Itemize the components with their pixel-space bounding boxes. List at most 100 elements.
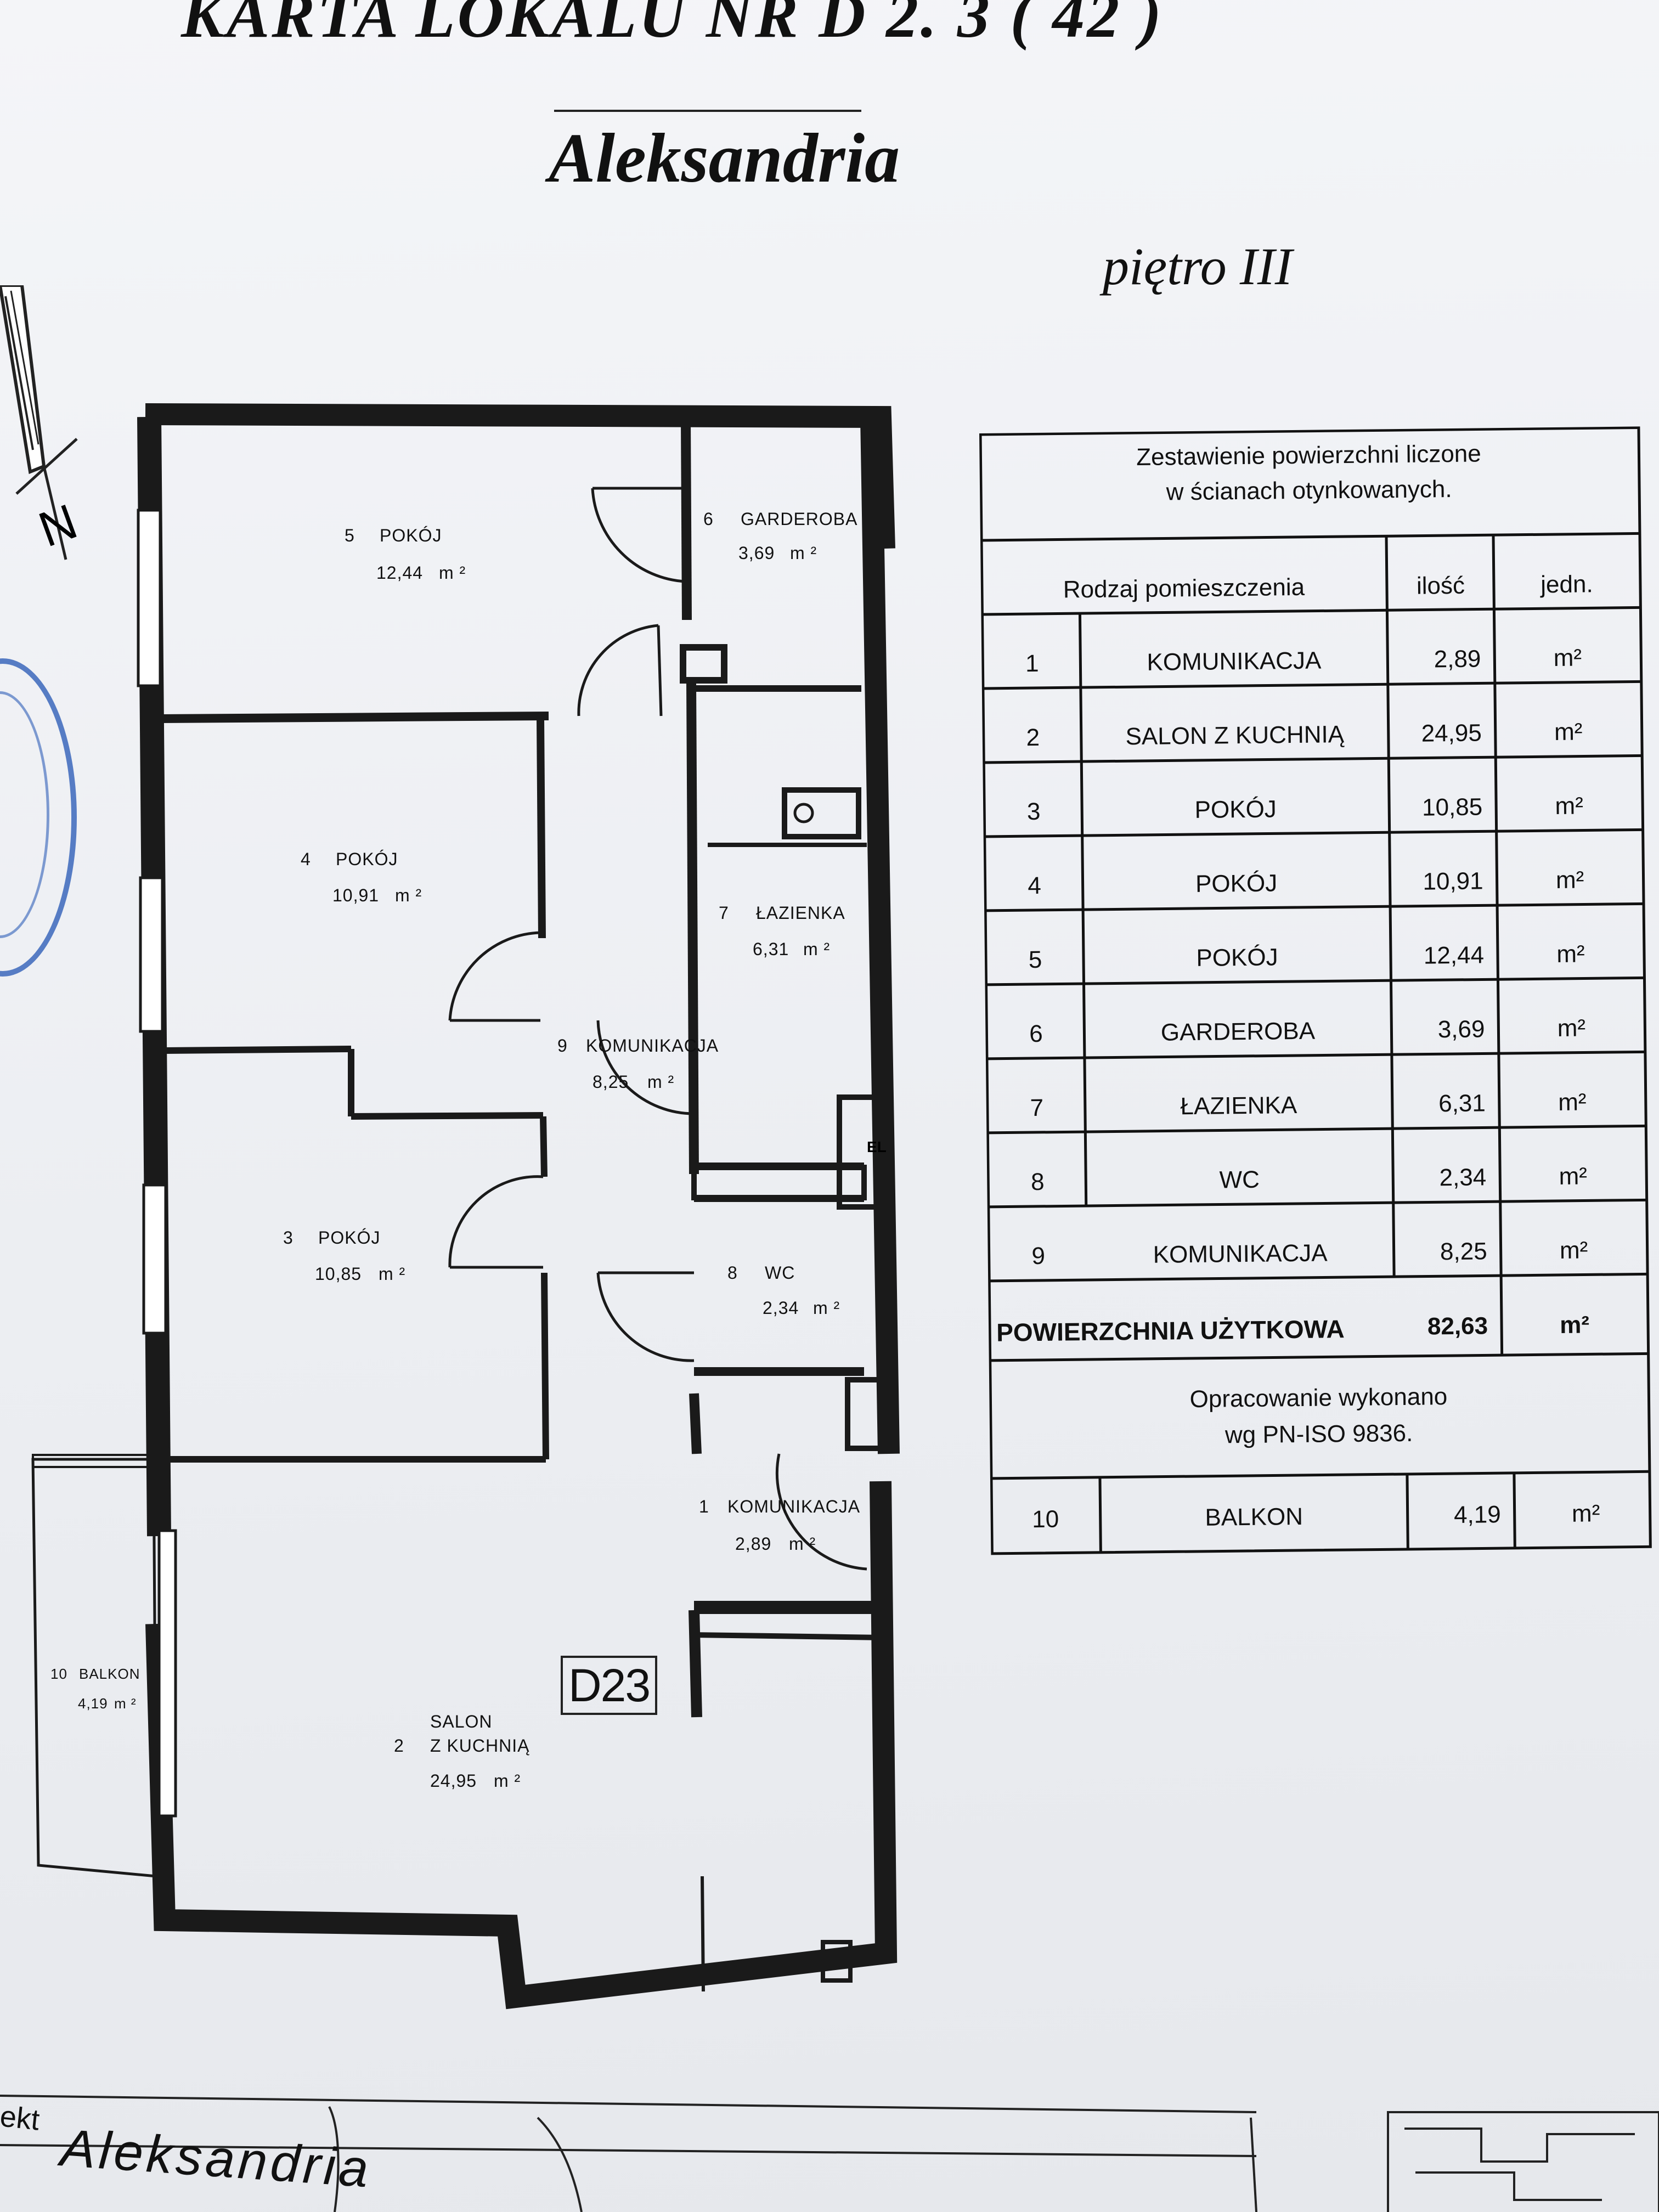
room-6-name: GARDEROBA [741, 509, 858, 529]
room-7-area: 6,31 [753, 939, 789, 959]
room-5-area: 12,44 [376, 563, 424, 583]
page-title: KARTA LOKALU NR D 2. 3 ( 42 ) [181, 0, 1164, 51]
el-label: EL [867, 1138, 887, 1155]
room-4-area: 10,91 [332, 885, 380, 905]
room-10-area: 4,19 [78, 1695, 108, 1712]
col-header-type: Rodzaj pomieszczenia [1063, 573, 1305, 603]
row-qty: 2,34 [1439, 1164, 1487, 1192]
room-2-unit: m ² [494, 1771, 521, 1791]
room-5-no: 5 [345, 526, 355, 545]
row-name: KOMUNIKACJA [1147, 647, 1322, 676]
title-block [0, 2095, 1659, 2212]
row-qty: 10,85 [1421, 793, 1483, 821]
row-unit: m² [1555, 866, 1584, 894]
room-8-name: WC [765, 1263, 795, 1283]
room-2-area: 24,95 [430, 1771, 477, 1791]
row-name: ŁAZIENKA [1180, 1092, 1297, 1120]
row-qty: 8,25 [1440, 1238, 1487, 1266]
row-unit: m² [1553, 644, 1582, 672]
note-line-2: wg PN-ISO 9836. [1224, 1419, 1413, 1449]
row-qty: 12,44 [1423, 941, 1485, 969]
row-no: 1 [1025, 650, 1039, 678]
floor-plan: EL [31, 403, 900, 2010]
floor-label: piętro III [1103, 237, 1293, 296]
title-block-fragment: ekt [0, 2100, 41, 2137]
room-2-no: 2 [394, 1736, 404, 1756]
table-grid [979, 426, 1652, 1555]
room-4-name: POKÓJ [336, 849, 398, 869]
row-no: 2 [1026, 724, 1040, 752]
row-qty: 10,91 [1423, 867, 1483, 895]
row-name: KOMUNIKACJA [1153, 1239, 1328, 1268]
room-6-area: 3,69 [738, 543, 775, 563]
room-1-area: 2,89 [735, 1534, 772, 1554]
row-name: POKÓJ [1196, 944, 1278, 972]
room-5-name: POKÓJ [380, 526, 442, 545]
unit-mark: D23 [561, 1656, 657, 1715]
room-3-unit: m ² [379, 1264, 406, 1284]
extra-no: 10 [1032, 1505, 1059, 1533]
row-name: POKÓJ [1195, 870, 1278, 898]
row-unit: m² [1556, 940, 1585, 968]
room-2-name-line2: Z KUCHNIĄ [430, 1736, 530, 1756]
row-name: WC [1219, 1166, 1260, 1194]
room-8-unit: m ² [813, 1298, 840, 1318]
room-1-unit: m ² [789, 1534, 816, 1554]
room-7-no: 7 [719, 903, 729, 923]
room-10-unit: m ² [114, 1695, 137, 1712]
room-5-unit: m ² [439, 563, 466, 583]
extra-unit: m² [1571, 1500, 1600, 1527]
row-no: 6 [1029, 1020, 1043, 1048]
room-3-no: 3 [283, 1228, 294, 1248]
row-qty: 3,69 [1437, 1015, 1485, 1043]
north-arrow-icon: N [0, 285, 84, 560]
col-header-unit: jedn. [1540, 571, 1593, 599]
room-10-name: BALKON [79, 1666, 140, 1682]
row-qty: 24,95 [1421, 719, 1482, 747]
room-8-no: 8 [727, 1263, 738, 1283]
col-header-qty: ilość [1416, 572, 1465, 600]
row-qty: 6,31 [1438, 1090, 1486, 1118]
row-no: 9 [1031, 1242, 1046, 1270]
total-unit: m² [1559, 1311, 1590, 1339]
table-caption-1: Zestawienie powierzchni liczone [1136, 440, 1481, 471]
total-label: POWIERZCHNIA UŻYTKOWA [996, 1314, 1345, 1347]
row-unit: m² [1557, 1014, 1586, 1042]
row-unit: m² [1559, 1163, 1588, 1190]
room-1-no: 1 [699, 1497, 709, 1516]
total-qty: 82,63 [1427, 1312, 1488, 1340]
room-8-area: 2,34 [763, 1298, 799, 1318]
title-rule [554, 110, 861, 112]
row-name: GARDEROBA [1160, 1017, 1316, 1046]
extra-qty: 4,19 [1453, 1501, 1501, 1529]
room-4-no: 4 [301, 849, 311, 869]
room-10-no: 10 [50, 1666, 67, 1682]
room-3-area: 10,85 [315, 1264, 362, 1284]
row-unit: m² [1559, 1237, 1588, 1265]
row-no: 3 [1026, 798, 1041, 826]
table-caption-2: w ścianach otynkowanych. [1166, 475, 1452, 506]
row-no: 5 [1028, 946, 1042, 974]
room-6-no: 6 [703, 509, 714, 529]
extra-name: BALKON [1205, 1503, 1304, 1531]
room-9-unit: m ² [647, 1072, 675, 1092]
row-qty: 2,89 [1434, 645, 1481, 673]
row-no: 7 [1030, 1094, 1044, 1122]
room-9-no: 9 [557, 1036, 568, 1056]
room-9-area: 8,25 [592, 1072, 629, 1092]
room-2-name-line1: SALON [430, 1712, 493, 1731]
room-6-unit: m ² [790, 543, 817, 563]
room-7-name: ŁAZIENKA [756, 903, 845, 923]
room-7-unit: m ² [803, 939, 831, 959]
row-no: 8 [1030, 1168, 1045, 1196]
row-no: 4 [1028, 872, 1042, 900]
project-name: Aleksandria [549, 119, 900, 197]
note-line-1: Opracowanie wykonano [1189, 1383, 1448, 1413]
room-9-name: KOMUNIKACJA [586, 1036, 719, 1056]
row-unit: m² [1558, 1088, 1587, 1116]
room-1-name: KOMUNIKACJA [727, 1497, 861, 1516]
area-table: Zestawienie powierzchni liczone w ściana… [979, 426, 1657, 1558]
row-name: POKÓJ [1194, 795, 1277, 823]
room-3-name: POKÓJ [318, 1228, 381, 1248]
